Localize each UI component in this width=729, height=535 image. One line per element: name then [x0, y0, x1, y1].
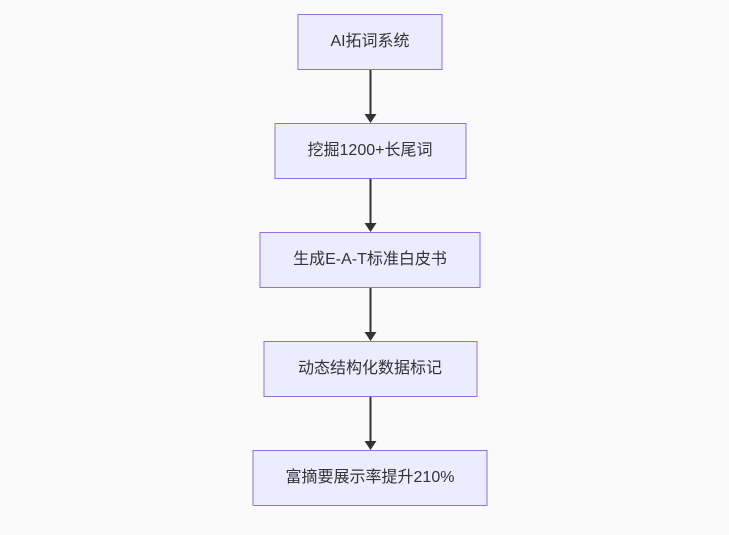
arrowhead-down-icon: [364, 332, 376, 341]
arrow-line: [369, 288, 371, 332]
flow-node-label: AI拓词系统: [330, 33, 410, 50]
flow-edge-1: [364, 70, 376, 123]
arrow-line: [369, 397, 371, 441]
flow-node-eat-whitepaper: 生成E-A-T标准白皮书: [259, 232, 481, 288]
flow-edge-3: [364, 288, 376, 341]
flow-node-label: 富摘要展示率提升210%: [285, 469, 455, 486]
flowchart-column: AI拓词系统 挖掘1200+长尾词 生成E-A-T标准白皮书 动态结构化数据标记: [252, 14, 488, 506]
flow-node-label: 生成E-A-T标准白皮书: [293, 251, 447, 268]
flow-node-label: 动态结构化数据标记: [297, 360, 442, 377]
arrowhead-down-icon: [364, 441, 376, 450]
flow-node-ai-keyword-system: AI拓词系统: [297, 14, 443, 70]
flow-node-longtail-mining: 挖掘1200+长尾词: [274, 123, 466, 179]
flow-edge-4: [364, 397, 376, 450]
flow-edge-2: [364, 179, 376, 232]
flow-node-rich-snippet-uplift: 富摘要展示率提升210%: [252, 450, 488, 506]
arrowhead-down-icon: [364, 114, 376, 123]
arrow-line: [369, 179, 371, 223]
arrowhead-down-icon: [364, 223, 376, 232]
flow-node-label: 挖掘1200+长尾词: [307, 142, 433, 159]
flow-node-structured-data-markup: 动态结构化数据标记: [263, 341, 477, 397]
arrow-line: [369, 70, 371, 114]
